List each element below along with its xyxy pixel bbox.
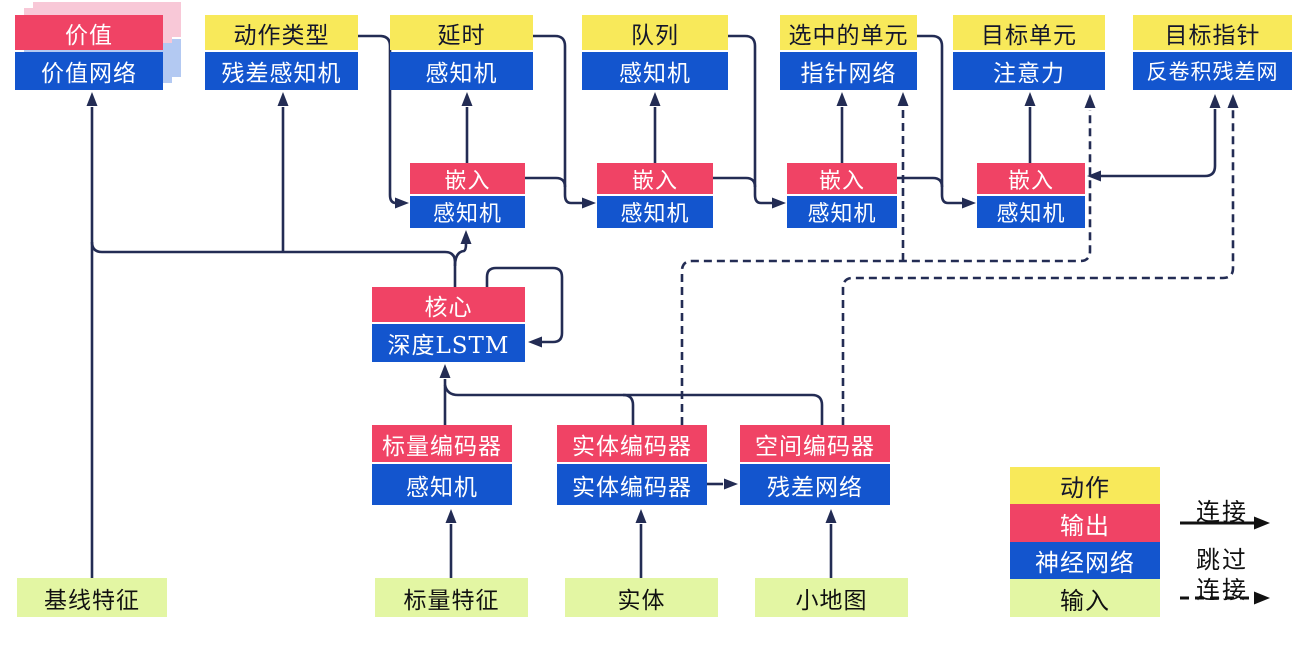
scalar-encoder-output-label: 标量编码器: [372, 425, 512, 462]
legend-skip-arrow-label-line1: 跳过: [1196, 546, 1248, 574]
head-target-unit: 目标单元 注意力: [953, 15, 1105, 90]
input-baseline-features: 基线特征: [17, 578, 167, 617]
queue-network-label: 感知机: [582, 52, 728, 90]
embed-4: 嵌入 感知机: [977, 163, 1085, 228]
selected-units-network-label: 指针网络: [780, 52, 917, 90]
head-delay: 延时 感知机: [390, 15, 533, 90]
core: 核心 深度LSTM: [372, 287, 525, 362]
embed-2-output-label: 嵌入: [597, 163, 713, 194]
head-action-type: 动作类型 残差感知机: [205, 15, 358, 90]
input-scalar-features: 标量特征: [375, 578, 528, 617]
legend-dashed-arrow: [1180, 591, 1270, 605]
embed-1: 嵌入 感知机: [410, 163, 525, 228]
legend-row-input: 输入: [1010, 579, 1160, 617]
target-point-action-label: 目标指针: [1133, 15, 1292, 50]
legend-color-key: 动作 输出 神经网络 输入: [1010, 467, 1160, 617]
queue-action-label: 队列: [582, 15, 728, 50]
legend-solid-arrow-label: 连接: [1196, 498, 1248, 526]
solid-connection-lines: [90, 34, 1217, 578]
embed-2: 嵌入 感知机: [597, 163, 713, 228]
core-network-label: 深度LSTM: [372, 324, 525, 362]
embed-4-output-label: 嵌入: [977, 163, 1085, 194]
embed-4-network-label: 感知机: [977, 196, 1085, 228]
spatial-encoder-output-label: 空间编码器: [740, 425, 890, 462]
embed-3-output-label: 嵌入: [787, 163, 897, 194]
encoder-entity: 实体编码器 实体编码器: [557, 425, 707, 505]
embed-3: 嵌入 感知机: [787, 163, 897, 228]
target-unit-network-label: 注意力: [953, 52, 1105, 90]
embed-2-network-label: 感知机: [597, 196, 713, 228]
value-network-label: 价值网络: [15, 52, 163, 90]
entity-encoder-network-label: 实体编码器: [557, 464, 707, 505]
solid-connection-arrowheads: [86, 92, 1221, 523]
core-output-label: 核心: [372, 287, 525, 322]
legend-row-output: 输出: [1010, 504, 1160, 542]
input-minimap: 小地图: [755, 578, 908, 617]
embed-1-output-label: 嵌入: [410, 163, 525, 194]
encoder-spatial: 空间编码器 残差网络: [740, 425, 890, 505]
head-value: 价值 价值网络: [15, 15, 163, 90]
embed-1-network-label: 感知机: [410, 196, 525, 228]
legend-row-action: 动作: [1010, 467, 1160, 504]
target-unit-action-label: 目标单元: [953, 15, 1105, 50]
input-entities: 实体: [565, 578, 718, 617]
legend-skip-arrow-label-line2: 连接: [1196, 576, 1248, 604]
value-output-label: 价值: [15, 15, 163, 50]
action-type-action-label: 动作类型: [205, 15, 358, 50]
head-target-point: 目标指针 反卷积残差网: [1133, 15, 1292, 90]
legend-solid-arrow: [1180, 516, 1270, 530]
embed-3-network-label: 感知机: [787, 196, 897, 228]
head-queue: 队列 感知机: [582, 15, 728, 90]
spatial-encoder-network-label: 残差网络: [740, 464, 890, 505]
skip-connection-arrowheads: [897, 92, 1239, 108]
head-selected-units: 选中的单元 指针网络: [780, 15, 917, 90]
legend-row-network: 神经网络: [1010, 542, 1160, 579]
action-type-network-label: 残差感知机: [205, 52, 358, 90]
skip-connection-lines: [680, 107, 1235, 425]
entity-encoder-output-label: 实体编码器: [557, 425, 707, 462]
scalar-encoder-network-label: 感知机: [372, 464, 512, 505]
selected-units-action-label: 选中的单元: [780, 15, 917, 50]
delay-action-label: 延时: [390, 15, 533, 50]
target-point-network-label: 反卷积残差网: [1133, 52, 1292, 90]
encoder-scalar: 标量编码器 感知机: [372, 425, 512, 505]
delay-network-label: 感知机: [390, 52, 533, 90]
